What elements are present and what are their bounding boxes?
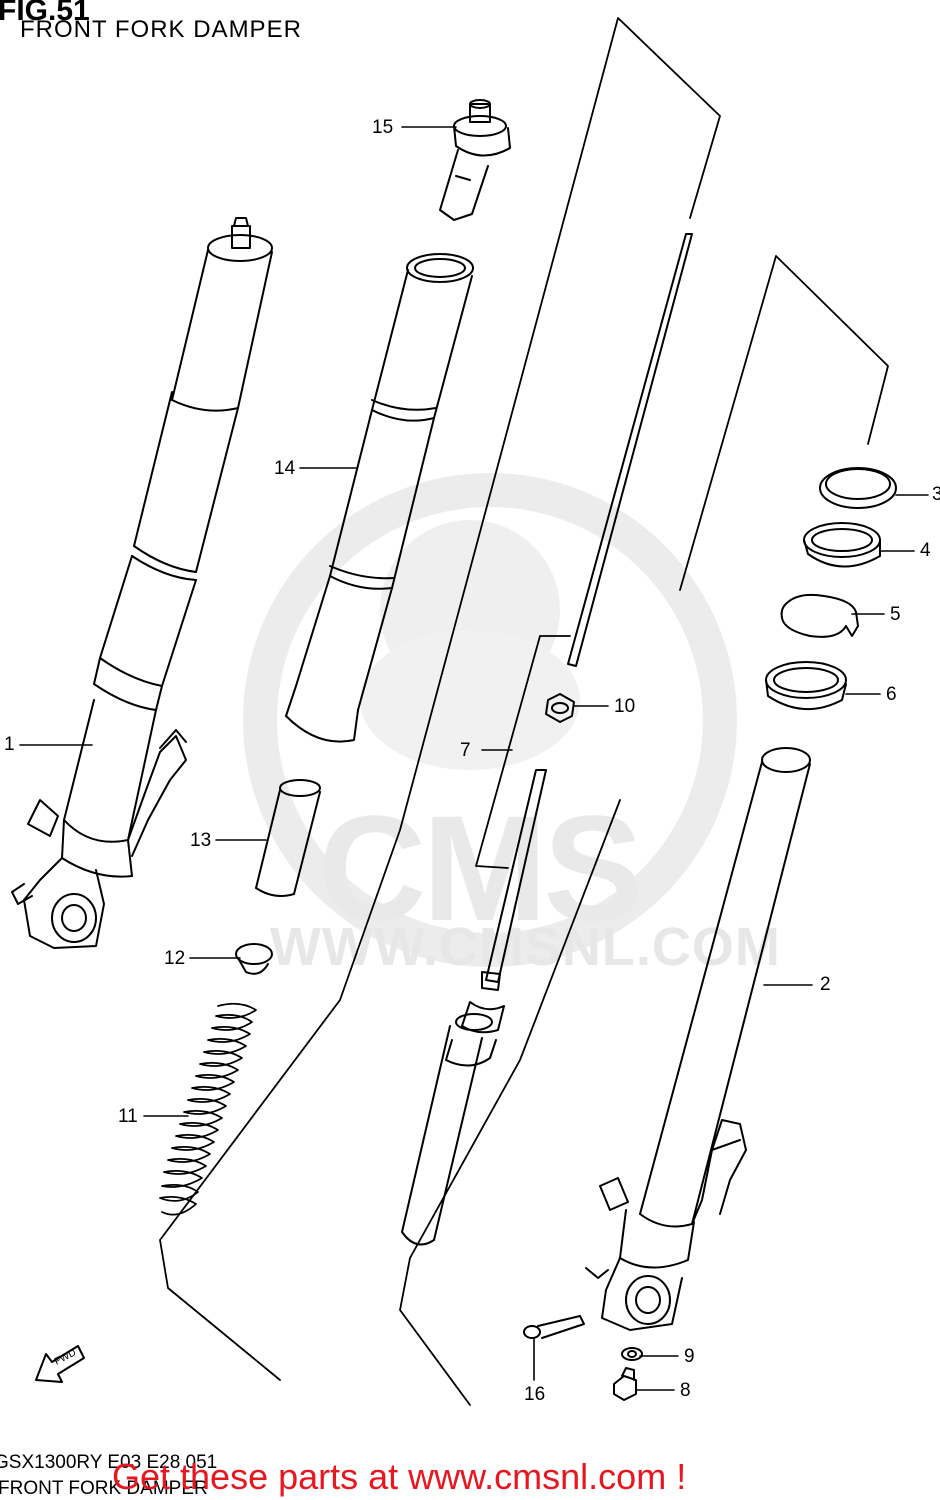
- part-label-1[interactable]: 1: [4, 734, 15, 755]
- spacer-13: [255, 779, 321, 897]
- drain-bolt-8: [613, 1367, 637, 1401]
- seat-12: [235, 943, 273, 975]
- watermark-mascot-body: [360, 630, 580, 770]
- nut-10: [545, 693, 575, 723]
- bolt-16: [523, 1315, 585, 1339]
- leader-lines: [19, 126, 929, 1391]
- part-label-2[interactable]: 2: [820, 974, 831, 995]
- part-label-15[interactable]: 15: [372, 117, 394, 138]
- part-label-9[interactable]: 9: [684, 1346, 695, 1367]
- watermark-logo: CMS: [318, 784, 643, 952]
- inner-tube-2: [585, 747, 811, 1331]
- cap-bolt-15: [439, 99, 511, 221]
- part-label-12[interactable]: 12: [164, 948, 186, 969]
- part-label-13[interactable]: 13: [190, 830, 212, 851]
- part-label-5[interactable]: 5: [890, 604, 901, 625]
- part-label-3[interactable]: 3: [932, 484, 940, 505]
- part-label-8[interactable]: 8: [680, 1380, 691, 1401]
- spring-11: [159, 1002, 257, 1216]
- part-label-4[interactable]: 4: [920, 540, 931, 561]
- diagram-code: GSX1300RY E03 E28 051: [0, 1452, 218, 1473]
- dust-seal-6: [765, 661, 847, 710]
- figure-subtitle: FRONT FORK DAMPER: [20, 16, 302, 43]
- washer-9: [621, 1347, 643, 1361]
- part-label-6[interactable]: 6: [886, 684, 897, 705]
- part-label-16[interactable]: 16: [524, 1384, 546, 1405]
- watermark-url: WWW.CMSNL.COM: [270, 917, 781, 977]
- part-label-10[interactable]: 10: [614, 696, 636, 717]
- diagram-name: FRONT FORK DAMPER: [0, 1478, 208, 1499]
- damper-rod-7: [401, 233, 693, 1246]
- watermark-ring: [243, 473, 737, 967]
- figure-title: FIG.51: [0, 0, 90, 27]
- oil-seal-4: [803, 522, 881, 568]
- seal-ring-3: [819, 467, 897, 509]
- group-frame: [159, 17, 889, 1406]
- outer-tube-14: [285, 253, 474, 743]
- stopper-ring-5: [780, 593, 859, 638]
- fwd-arrow-icon: [35, 1345, 85, 1383]
- part-label-14[interactable]: 14: [274, 458, 296, 479]
- part-label-7[interactable]: 7: [460, 740, 471, 761]
- fork-assembly-left: [11, 217, 273, 949]
- part-label-11[interactable]: 11: [118, 1106, 138, 1127]
- promo-link[interactable]: Get these parts at www.cmsnl.com !: [112, 1456, 687, 1497]
